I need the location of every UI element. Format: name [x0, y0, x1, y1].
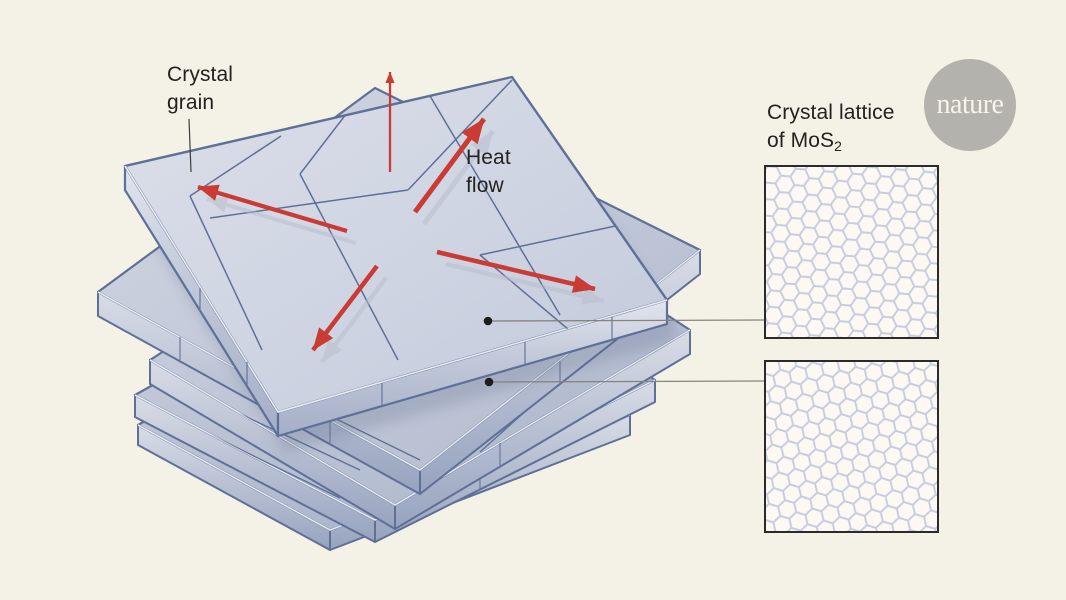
heat-flow-arrow-right — [436, 249, 596, 293]
connector-line-top-layer — [491, 319, 767, 322]
label-crystal-grain: Crystal grain — [167, 61, 233, 117]
crystal-grain-leader-line — [188, 118, 192, 173]
label-crystal-lattice-line2: of MoS2 — [767, 127, 895, 160]
layer-marker-dot-2 — [484, 377, 494, 387]
nature-logo-text: nature — [936, 89, 1004, 120]
grain-lines — [189, 79, 621, 361]
lattice-box-top-layer — [764, 165, 939, 339]
label-heat-flow-line1: Heat — [466, 146, 511, 169]
label-heat-flow-line2: flow — [466, 174, 504, 197]
label-crystal-lattice-line1: Crystal lattice — [767, 101, 895, 124]
nature-logo: nature — [924, 59, 1016, 151]
label-mos2-base: of MoS — [767, 129, 835, 152]
heat-flow-arrow-left — [197, 184, 348, 234]
layer-marker-dot-1 — [483, 316, 493, 326]
heat-flow-arrow-down-left — [311, 264, 379, 352]
label-heat-flow: Heat flow — [466, 144, 511, 200]
heat-flow-arrow-diagonal — [412, 117, 487, 214]
label-crystal-lattice: Crystal lattice of MoS2 — [767, 99, 895, 160]
label-crystal-grain-line2: grain — [167, 91, 215, 114]
lattice-box-second-layer — [764, 360, 939, 533]
plate-1-top — [123, 75, 669, 438]
label-mos2-subscript: 2 — [834, 138, 843, 154]
label-crystal-grain-line1: Crystal — [167, 63, 234, 86]
connector-line-second-layer — [492, 380, 767, 383]
